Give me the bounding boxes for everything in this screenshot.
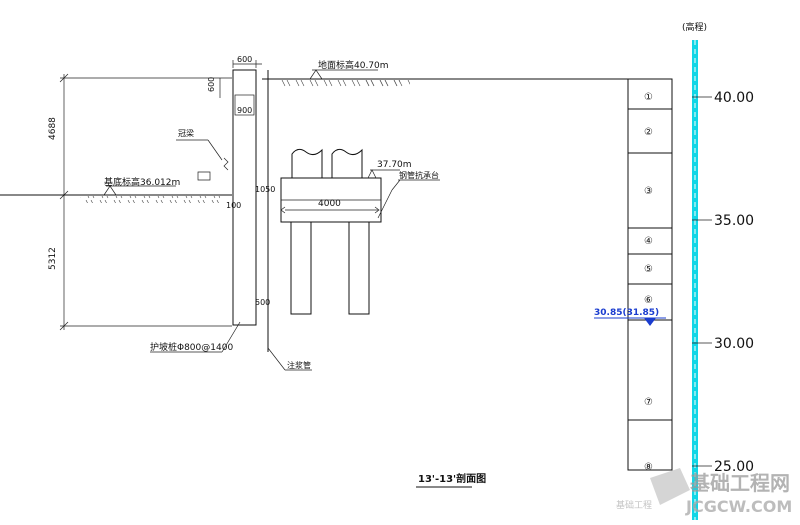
stratum-7: ⑦ <box>644 397 653 408</box>
platform-level-marker: 37.70m <box>367 160 412 179</box>
elevation-25: 25.00 <box>714 459 754 475</box>
elevation-40: 40.00 <box>714 90 754 106</box>
crown-beam-callout: 冠梁 <box>176 129 229 181</box>
grout-callout: 注浆管 <box>267 347 312 371</box>
grout-label: 注浆管 <box>287 360 311 370</box>
elevation-30: 30.00 <box>714 336 754 352</box>
water-level-label: 30.85(31.85) <box>594 308 659 318</box>
stratum-5: ⑤ <box>644 264 653 275</box>
dim-1050: 1050 <box>255 185 275 194</box>
watermark-small: 基础工程 <box>616 499 652 511</box>
elevation-ruler: (高程) 40.00 35.00 30.00 25.00 <box>682 21 754 520</box>
crown-beam-label: 冠梁 <box>178 129 194 138</box>
mid-ground-hatch <box>80 196 220 203</box>
elevation-header: (高程) <box>682 21 707 33</box>
elevation-35: 35.00 <box>714 213 754 229</box>
dim-4000: 4000 <box>318 199 341 209</box>
platform-level-label: 37.70m <box>377 160 412 170</box>
mid-level-label: 基底标高36.012m <box>104 176 180 188</box>
dim-600-top: 600 <box>237 55 252 64</box>
water-level-marker: 30.85(31.85) <box>594 308 666 326</box>
watermark-en: JCGCW.COM <box>685 497 792 516</box>
ground-level-marker: 地面标高40.70m <box>309 59 389 80</box>
dim-900: 900 <box>237 106 252 115</box>
dim-5312: 5312 <box>48 247 58 270</box>
section-title-text: 13'-13'剖面图 <box>418 472 486 485</box>
stratum-1: ① <box>644 92 653 103</box>
stratum-4: ④ <box>644 236 653 247</box>
pile-cap: 4000 <box>280 148 382 315</box>
pile-wall: 600 600 900 1050 100 500 <box>207 55 275 326</box>
dim-500: 500 <box>255 298 270 307</box>
stratum-6: ⑥ <box>644 295 653 306</box>
pile-label: 护坡桩Φ800@1400 <box>150 341 233 353</box>
mid-level-marker: 基底标高36.012m <box>103 176 180 196</box>
platform-callout: 钢管抗承台 <box>377 170 440 219</box>
dim-600-side: 600 <box>207 77 216 92</box>
ground-hatch <box>280 80 410 87</box>
platform-label: 钢管抗承台 <box>399 170 439 180</box>
stratum-3: ③ <box>644 186 653 197</box>
watermark-cn: 基础工程网 <box>690 471 790 495</box>
ground-level-label: 地面标高40.70m <box>318 59 389 71</box>
strata-column: ① ② ③ ④ ⑤ ⑥ ⑦ ⑧ <box>627 78 673 473</box>
stratum-8: ⑧ <box>644 462 653 473</box>
pile-callout: 护坡桩Φ800@1400 <box>150 321 241 353</box>
dim-100: 100 <box>226 201 241 210</box>
stratum-2: ② <box>644 127 653 138</box>
section-title: 13'-13'剖面图 <box>416 472 486 488</box>
left-dimension: 4688 5312 <box>48 73 232 331</box>
watermark: 基础工程网 JCGCW.COM 基础工程 <box>616 468 792 516</box>
dim-4688: 4688 <box>48 117 58 140</box>
